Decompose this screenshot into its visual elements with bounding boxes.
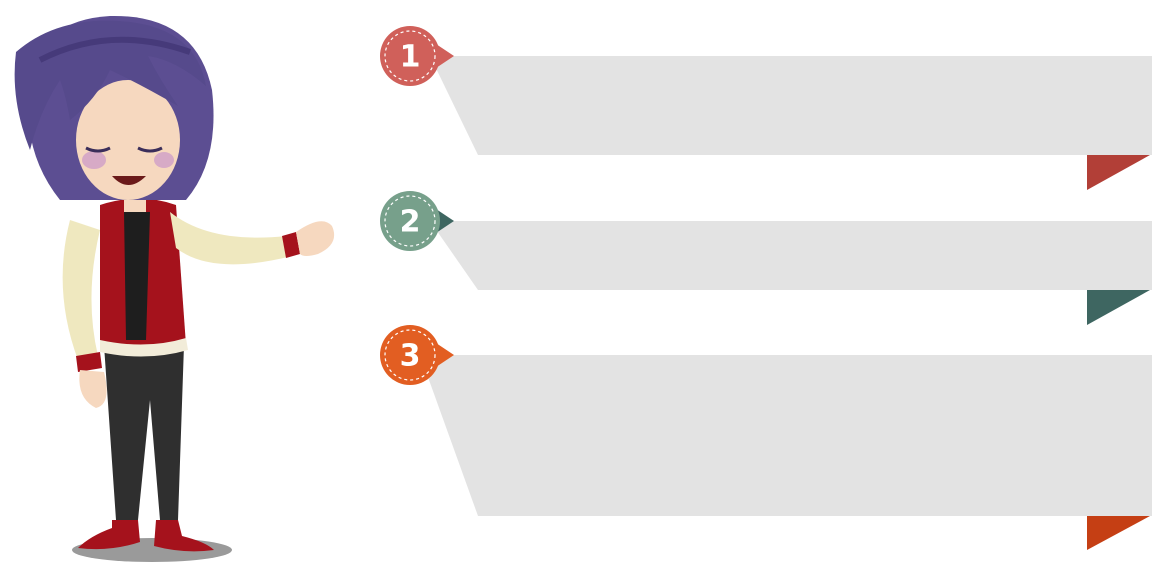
jacket-hem [100, 338, 188, 357]
badge-pointer-3 [436, 343, 454, 367]
eye-left [85, 146, 111, 153]
number-1: 1 [400, 40, 421, 75]
badge-stitch-2 [384, 195, 436, 247]
shoe-right [154, 520, 214, 552]
number-badge-2 [380, 191, 440, 251]
badge-stitch-3 [384, 329, 436, 381]
badge-pointer-2 [436, 209, 454, 233]
left-arm [62, 220, 100, 360]
face [76, 80, 180, 200]
right-arm [170, 212, 292, 265]
mouth [112, 176, 146, 185]
presenter-illustration [14, 15, 335, 562]
corner-fold-2 [1087, 290, 1150, 325]
corner-fold-3 [1087, 516, 1150, 550]
left-cuff [76, 352, 102, 372]
shirt [124, 212, 150, 340]
headband [38, 36, 191, 63]
banner-body-1 [430, 56, 1152, 155]
number-2: 2 [400, 205, 421, 240]
pants [104, 345, 184, 520]
number-3: 3 [400, 339, 421, 374]
number-badge-3 [380, 325, 440, 385]
badge-pointer-1 [436, 44, 454, 68]
badge-stitch-1 [384, 30, 436, 82]
right-hand [296, 221, 335, 256]
shoe-left [78, 520, 140, 550]
banner-body-3 [420, 355, 1152, 516]
banner-body-2 [430, 221, 1152, 290]
cheek-right [154, 152, 174, 168]
right-cuff [282, 232, 300, 258]
left-hand [79, 370, 107, 408]
cheek-left [82, 151, 106, 169]
number-badge-1 [380, 26, 440, 86]
eye-right [137, 146, 163, 153]
corner-fold-1 [1087, 155, 1150, 190]
